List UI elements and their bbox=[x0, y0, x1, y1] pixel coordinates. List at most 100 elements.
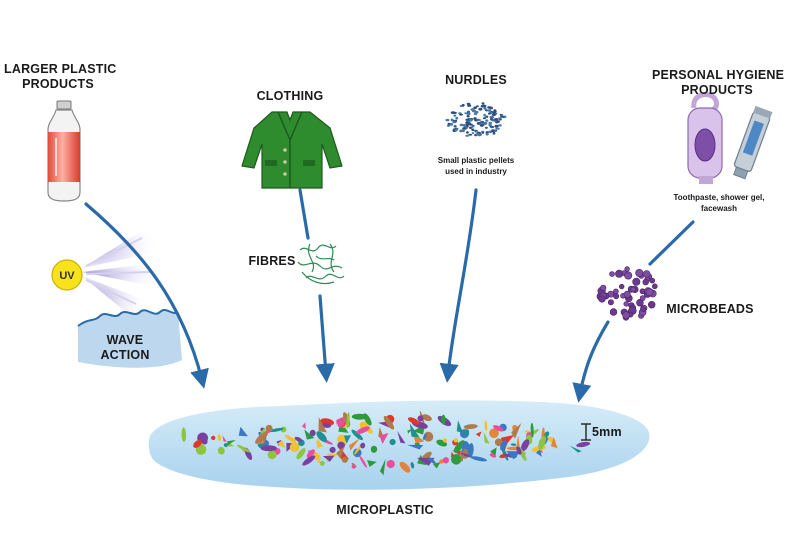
plastic-fragment bbox=[383, 415, 395, 430]
plastic-fragment bbox=[462, 443, 468, 453]
microbead bbox=[607, 299, 614, 306]
bottle-icon bbox=[47, 100, 81, 202]
plastic-fragment bbox=[277, 440, 286, 449]
plastic-fragment bbox=[506, 451, 521, 460]
hygiene-caption-line1: Toothpaste, shower gel, bbox=[673, 193, 765, 202]
pellet bbox=[500, 115, 505, 118]
fibres-icon bbox=[297, 243, 345, 285]
pellet bbox=[466, 115, 470, 118]
nurdles-caption-line1: Small plastic pellets bbox=[437, 156, 515, 165]
plastic-fragment bbox=[217, 434, 222, 441]
microbead bbox=[609, 308, 618, 316]
plastic-fragment bbox=[409, 423, 420, 437]
hygiene-caption: Toothpaste, shower gel, facewash bbox=[660, 193, 778, 215]
pellet bbox=[468, 123, 473, 126]
plastic-fragment bbox=[511, 423, 522, 439]
arrow-nurdles bbox=[439, 188, 478, 383]
plastic-fragment bbox=[427, 456, 436, 465]
plastic-fragment bbox=[422, 433, 427, 440]
plastic-fragment bbox=[410, 462, 415, 469]
pellet bbox=[447, 124, 450, 127]
plastic-fragment bbox=[223, 443, 228, 448]
plastic-fragment bbox=[494, 438, 503, 447]
fibres-label: FIBRES bbox=[248, 254, 296, 268]
plastic-fragment bbox=[296, 448, 306, 460]
pellet bbox=[449, 122, 453, 126]
microbead bbox=[635, 268, 644, 277]
arrow-hygiene bbox=[648, 220, 695, 266]
plastic-fragment bbox=[399, 461, 411, 473]
hygiene-title-line1: PERSONAL HYGIENE bbox=[652, 68, 785, 82]
plastic-fragment bbox=[329, 446, 336, 453]
plastic-fragment bbox=[349, 438, 361, 451]
plastic-fragment bbox=[341, 456, 348, 463]
microbead bbox=[632, 277, 641, 286]
pellet bbox=[450, 111, 456, 114]
arrow-clothing-to-fibres bbox=[298, 188, 310, 240]
pellet bbox=[459, 123, 464, 127]
pellet bbox=[474, 130, 478, 133]
microbead bbox=[624, 271, 633, 280]
pellet bbox=[455, 116, 459, 120]
plastic-fragment bbox=[304, 429, 315, 440]
plastic-fragment bbox=[336, 434, 347, 445]
pellet bbox=[485, 115, 489, 118]
plastic-fragment bbox=[461, 452, 471, 458]
larger-plastic-title-line1: LARGER PLASTIC bbox=[4, 62, 117, 76]
plastic-fragment bbox=[442, 438, 447, 443]
pellet bbox=[476, 105, 479, 108]
pellet bbox=[489, 115, 494, 119]
pellet bbox=[459, 113, 463, 116]
microplastic-fragments bbox=[181, 410, 591, 476]
plastic-fragment bbox=[407, 417, 420, 425]
pellet bbox=[483, 113, 486, 117]
plastic-fragment bbox=[289, 442, 300, 453]
pellet bbox=[487, 109, 492, 112]
plastic-fragment bbox=[463, 424, 478, 430]
pellet bbox=[453, 125, 457, 128]
microbead bbox=[609, 271, 615, 277]
pellet bbox=[488, 123, 492, 127]
microbead bbox=[645, 288, 654, 297]
pellet bbox=[445, 118, 450, 122]
plastic-fragment bbox=[535, 449, 542, 457]
plastic-fragment bbox=[351, 413, 368, 420]
microbeads-label: MICROBEADS bbox=[666, 302, 754, 316]
microbead bbox=[618, 283, 625, 290]
wave-action-line2: ACTION bbox=[100, 348, 150, 362]
scale-label: 5mm bbox=[592, 425, 622, 439]
pellet bbox=[466, 131, 469, 134]
plastic-fragment bbox=[421, 414, 432, 422]
pellet bbox=[469, 118, 473, 122]
pellet bbox=[481, 131, 485, 134]
wave-action-line1: WAVE bbox=[106, 333, 144, 347]
pellet bbox=[494, 118, 499, 121]
pellet bbox=[488, 121, 493, 125]
pellet bbox=[499, 113, 503, 116]
microbead bbox=[600, 284, 607, 291]
pellet bbox=[471, 132, 475, 134]
plastic-fragment bbox=[346, 412, 350, 429]
microbead bbox=[642, 270, 651, 278]
plastic-fragment bbox=[316, 431, 327, 443]
microbead bbox=[623, 301, 629, 307]
microbead bbox=[647, 301, 656, 309]
arrow-fibres bbox=[315, 294, 335, 383]
pellet bbox=[450, 118, 454, 122]
plastic-fragment bbox=[520, 439, 530, 452]
pellet bbox=[471, 125, 475, 128]
hygiene-title-line2: PRODUCTS bbox=[681, 83, 753, 97]
plastic-fragment bbox=[302, 422, 306, 430]
plastic-fragment bbox=[193, 439, 202, 448]
plastic-fragment bbox=[217, 446, 225, 455]
hygiene-bottles-icon bbox=[687, 92, 773, 184]
nurdles-title: NURDLES bbox=[445, 73, 507, 87]
microbead bbox=[651, 283, 658, 290]
microbead bbox=[598, 295, 606, 303]
larger-plastic-title: LARGER PLASTIC PRODUCTS bbox=[4, 62, 117, 92]
plastic-fragment bbox=[269, 427, 284, 432]
uv-label: UV bbox=[59, 270, 75, 282]
pellet bbox=[466, 112, 471, 116]
plastic-fragment bbox=[356, 426, 370, 435]
